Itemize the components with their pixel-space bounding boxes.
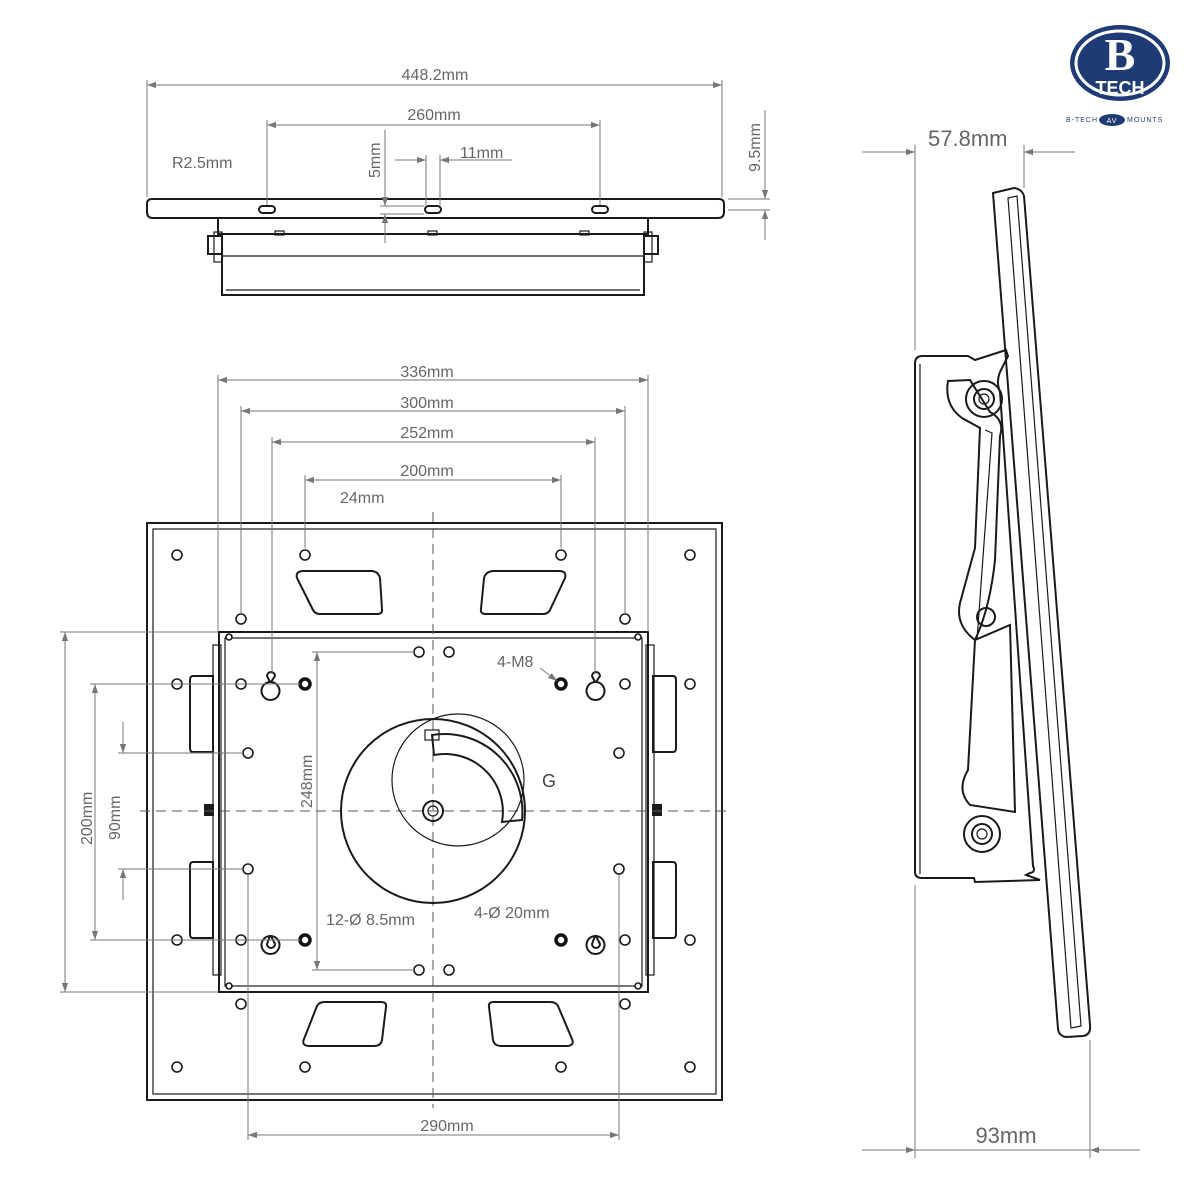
hole: [225, 982, 233, 990]
hole: [684, 934, 696, 946]
hole: [684, 1061, 696, 1073]
top-view: 448.2mm 260mm R2.5mm 5mm 11mm 9.5mm: [146, 67, 770, 296]
hole: [443, 964, 455, 976]
dim-200: 200mm: [400, 463, 453, 480]
front-view: G 4-M8 336mm 300mm 252mm 200mm 24mm 200m…: [60, 364, 728, 1140]
dim-plate-thickness: 9.5mm: [747, 123, 764, 172]
brand-logo: B TECH B-TECH AV MOUNTS: [1066, 25, 1170, 126]
hole: [171, 1061, 183, 1073]
hole: [413, 964, 425, 976]
hole: [242, 747, 254, 759]
dim-height-90: 90mm: [107, 796, 124, 840]
cutout-top-left: [295, 570, 384, 615]
cutout-bottom-left: [302, 1001, 388, 1047]
hole: [634, 633, 642, 641]
holes-20-label: 4-Ø 20mm: [474, 905, 550, 922]
dim-slot-height: 5mm: [367, 142, 384, 178]
hole: [613, 747, 625, 759]
side-view: 57.8mm 93mm: [862, 126, 1140, 1158]
dim-336: 336mm: [400, 364, 453, 381]
dim-bottom-depth: 93mm: [975, 1123, 1036, 1148]
dim-slot-width: 11mm: [460, 145, 503, 162]
m8-hole: [298, 933, 312, 947]
cutout-bottom-right: [487, 1001, 574, 1047]
side-bolt-middle: [976, 607, 996, 627]
dim-corner-radius: R2.5mm: [172, 155, 232, 172]
hole: [299, 549, 311, 561]
logo-tagline-left: B-TECH: [1066, 117, 1098, 124]
dim-height-248: 248mm: [299, 755, 316, 808]
side-bolt-bottom: [963, 815, 1001, 853]
side-bracket-arm: [946, 378, 1017, 814]
logo-word: TECH: [1096, 78, 1145, 98]
dim-top-depth: 57.8mm: [928, 126, 1007, 151]
keyhole-slot: [585, 934, 606, 955]
hole: [235, 998, 247, 1010]
hole: [555, 549, 567, 561]
side-panel: [991, 186, 1092, 1039]
cutout-top-right: [479, 570, 567, 615]
hole: [619, 613, 631, 625]
keyhole-slot: [585, 671, 606, 701]
hole: [171, 549, 183, 561]
centre-label: G: [542, 771, 556, 791]
hole: [413, 646, 425, 658]
hole: [684, 678, 696, 690]
dim-height-200: 200mm: [79, 792, 96, 845]
top-slot-center: [424, 205, 442, 214]
hole: [619, 934, 631, 946]
hole: [619, 678, 631, 690]
hole: [299, 1061, 311, 1073]
logo-tagline-right: MOUNTS: [1127, 117, 1163, 124]
dim-24: 24mm: [340, 490, 384, 507]
dim-slot-spacing: 260mm: [407, 107, 460, 124]
dim-290: 290mm: [420, 1118, 473, 1135]
hole: [242, 863, 254, 875]
holes-85-label: 12-Ø 8.5mm: [326, 912, 415, 929]
hole: [235, 613, 247, 625]
m8-hole: [554, 933, 568, 947]
side-wall-plate: [914, 348, 1041, 884]
hole: [613, 863, 625, 875]
side-bolt-top: [965, 380, 1003, 418]
m8-hole: [554, 677, 568, 691]
keyhole-slot: [260, 671, 281, 701]
top-slot-left: [258, 205, 276, 214]
dim-252: 252mm: [400, 425, 453, 442]
dim-300: 300mm: [400, 395, 453, 412]
bolt-label: 4-M8: [497, 654, 534, 671]
hole: [443, 646, 455, 658]
hole: [555, 1061, 567, 1073]
hole: [684, 549, 696, 561]
hole: [634, 982, 642, 990]
top-slot-right: [591, 205, 609, 214]
logo-letter: B: [1105, 29, 1136, 80]
rotation-slot: [430, 733, 524, 824]
hole: [619, 998, 631, 1010]
keyhole-slot: [260, 934, 281, 955]
dim-overall-width: 448.2mm: [402, 67, 469, 84]
hole: [225, 633, 233, 641]
m8-hole: [298, 677, 312, 691]
logo-tagline-mid: AV: [1107, 118, 1118, 125]
